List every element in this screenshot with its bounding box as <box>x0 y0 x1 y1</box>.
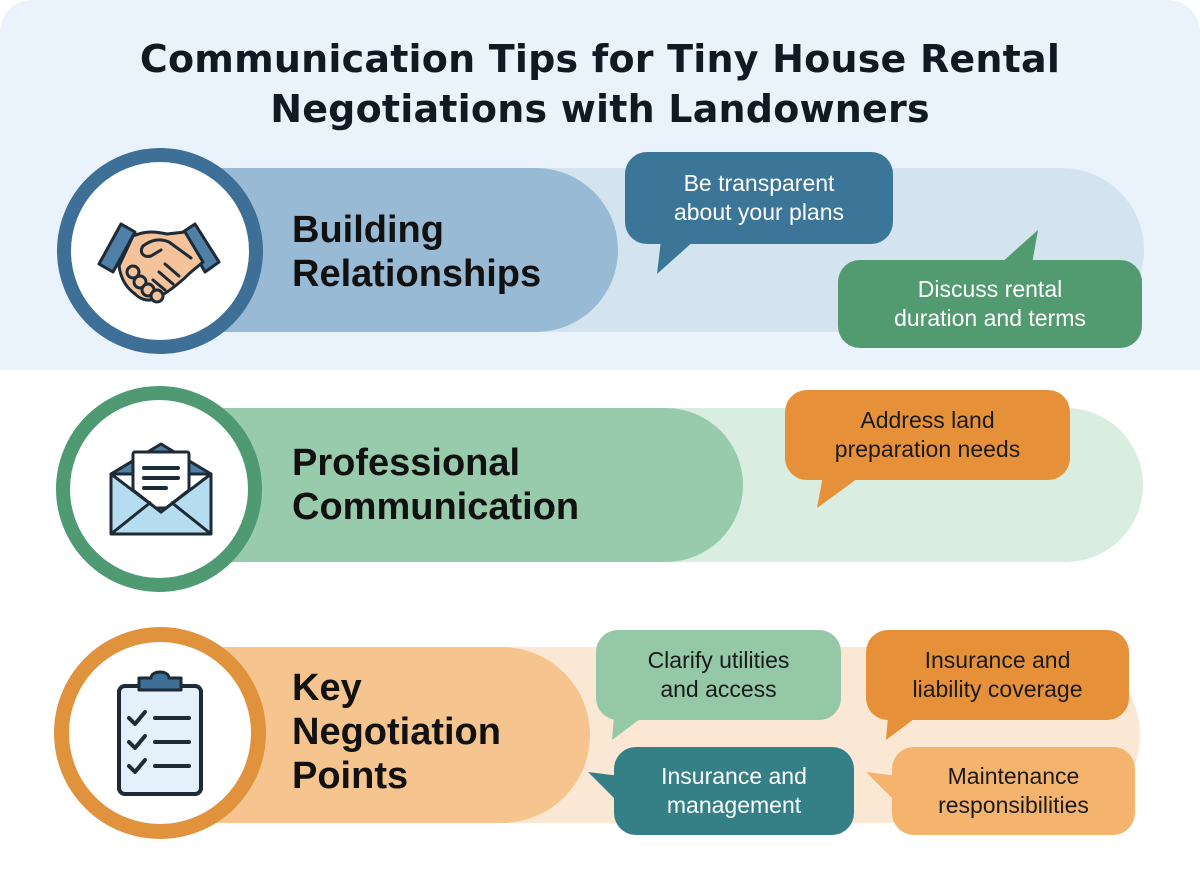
bubble-tail <box>866 772 898 804</box>
heading-line: Relationships <box>292 253 542 295</box>
heading-line: Negotiation <box>292 711 501 753</box>
bubble-line: Discuss rental <box>917 276 1063 302</box>
clipboard-checklist-icon <box>117 670 203 796</box>
bubble-tail <box>588 772 620 804</box>
bubble-tail <box>612 716 644 740</box>
bubble-line: liability coverage <box>912 676 1083 702</box>
handshake-icon <box>97 222 221 304</box>
bubble-line: Clarify utilities <box>647 647 790 673</box>
tip-bubble-maintenance: Maintenance responsibilities <box>892 747 1135 835</box>
bubble-line: Address land <box>860 407 995 433</box>
tip-bubble-insurance-liability: Insurance and liability coverage <box>866 630 1129 720</box>
heading-line: Professional <box>292 442 521 484</box>
title-line-1: Communication Tips for Tiny House Rental <box>139 37 1061 81</box>
heading-line: Points <box>292 755 409 797</box>
page-title: Communication Tips for Tiny House Rental… <box>0 34 1200 134</box>
icon-ring <box>56 386 262 592</box>
tip-bubble-address-land: Address land preparation needs <box>785 390 1070 480</box>
tip-bubble-clarify-utilities: Clarify utilities and access <box>596 630 841 720</box>
tip-bubble-insurance-management: Insurance and management <box>614 747 854 835</box>
icon-ring <box>57 148 263 354</box>
section-heading: Building Relationships <box>292 208 541 296</box>
bubble-line: Be transparent <box>683 170 835 196</box>
bubble-tail <box>657 240 695 274</box>
tip-bubble-discuss-rental: Discuss rental duration and terms <box>838 260 1142 348</box>
envelope-icon <box>109 442 213 536</box>
bubble-line: Insurance and <box>661 763 807 789</box>
bubble-line: duration and terms <box>894 305 1086 331</box>
bubble-tail <box>886 716 918 740</box>
bubble-line: preparation needs <box>834 436 1021 462</box>
bubble-line: and access <box>660 676 777 702</box>
icon-ring <box>54 627 266 839</box>
bubble-line: management <box>666 792 802 818</box>
heading-line: Building <box>292 209 444 251</box>
bubble-line: responsibilities <box>938 792 1089 818</box>
heading-line: Key <box>292 667 362 709</box>
bubble-tail <box>1000 230 1038 264</box>
bubble-line: about your plans <box>673 199 845 225</box>
tip-bubble-be-transparent: Be transparent about your plans <box>625 152 893 244</box>
title-line-2: Negotiations with Landowners <box>270 87 930 131</box>
section-heading: Key Negotiation Points <box>292 666 501 798</box>
bubble-line: Insurance and <box>924 647 1071 673</box>
bubble-line: Maintenance <box>947 763 1080 789</box>
bubble-tail <box>817 476 861 508</box>
section-heading: Professional Communication <box>292 441 579 529</box>
heading-line: Communication <box>292 486 580 528</box>
